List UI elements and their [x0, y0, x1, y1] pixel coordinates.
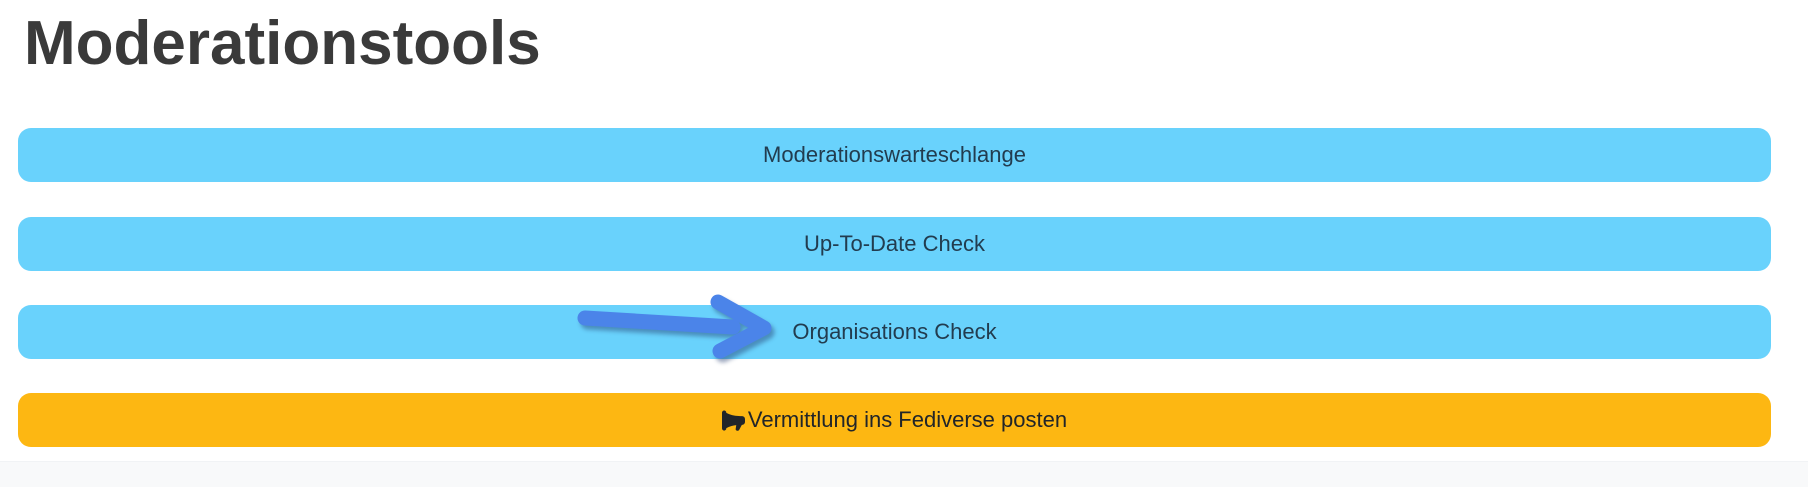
page-title: Moderationstools [24, 9, 541, 78]
footer-strip [0, 461, 1808, 487]
organisations-check-button-label: Organisations Check [792, 319, 997, 344]
up-to-date-check-button-label: Up-To-Date Check [804, 231, 985, 256]
up-to-date-check-button[interactable]: Up-To-Date Check [18, 217, 1771, 271]
moderation-queue-button[interactable]: Moderationswarteschlange [18, 128, 1771, 182]
organisations-check-button[interactable]: Organisations Check [18, 305, 1771, 359]
megaphone-icon [721, 409, 745, 431]
post-to-fediverse-button-label: Vermittlung ins Fediverse posten [747, 407, 1068, 432]
moderation-queue-button-label: Moderationswarteschlange [763, 142, 1026, 167]
post-to-fediverse-button[interactable]: Vermittlung ins Fediverse posten [18, 393, 1771, 447]
